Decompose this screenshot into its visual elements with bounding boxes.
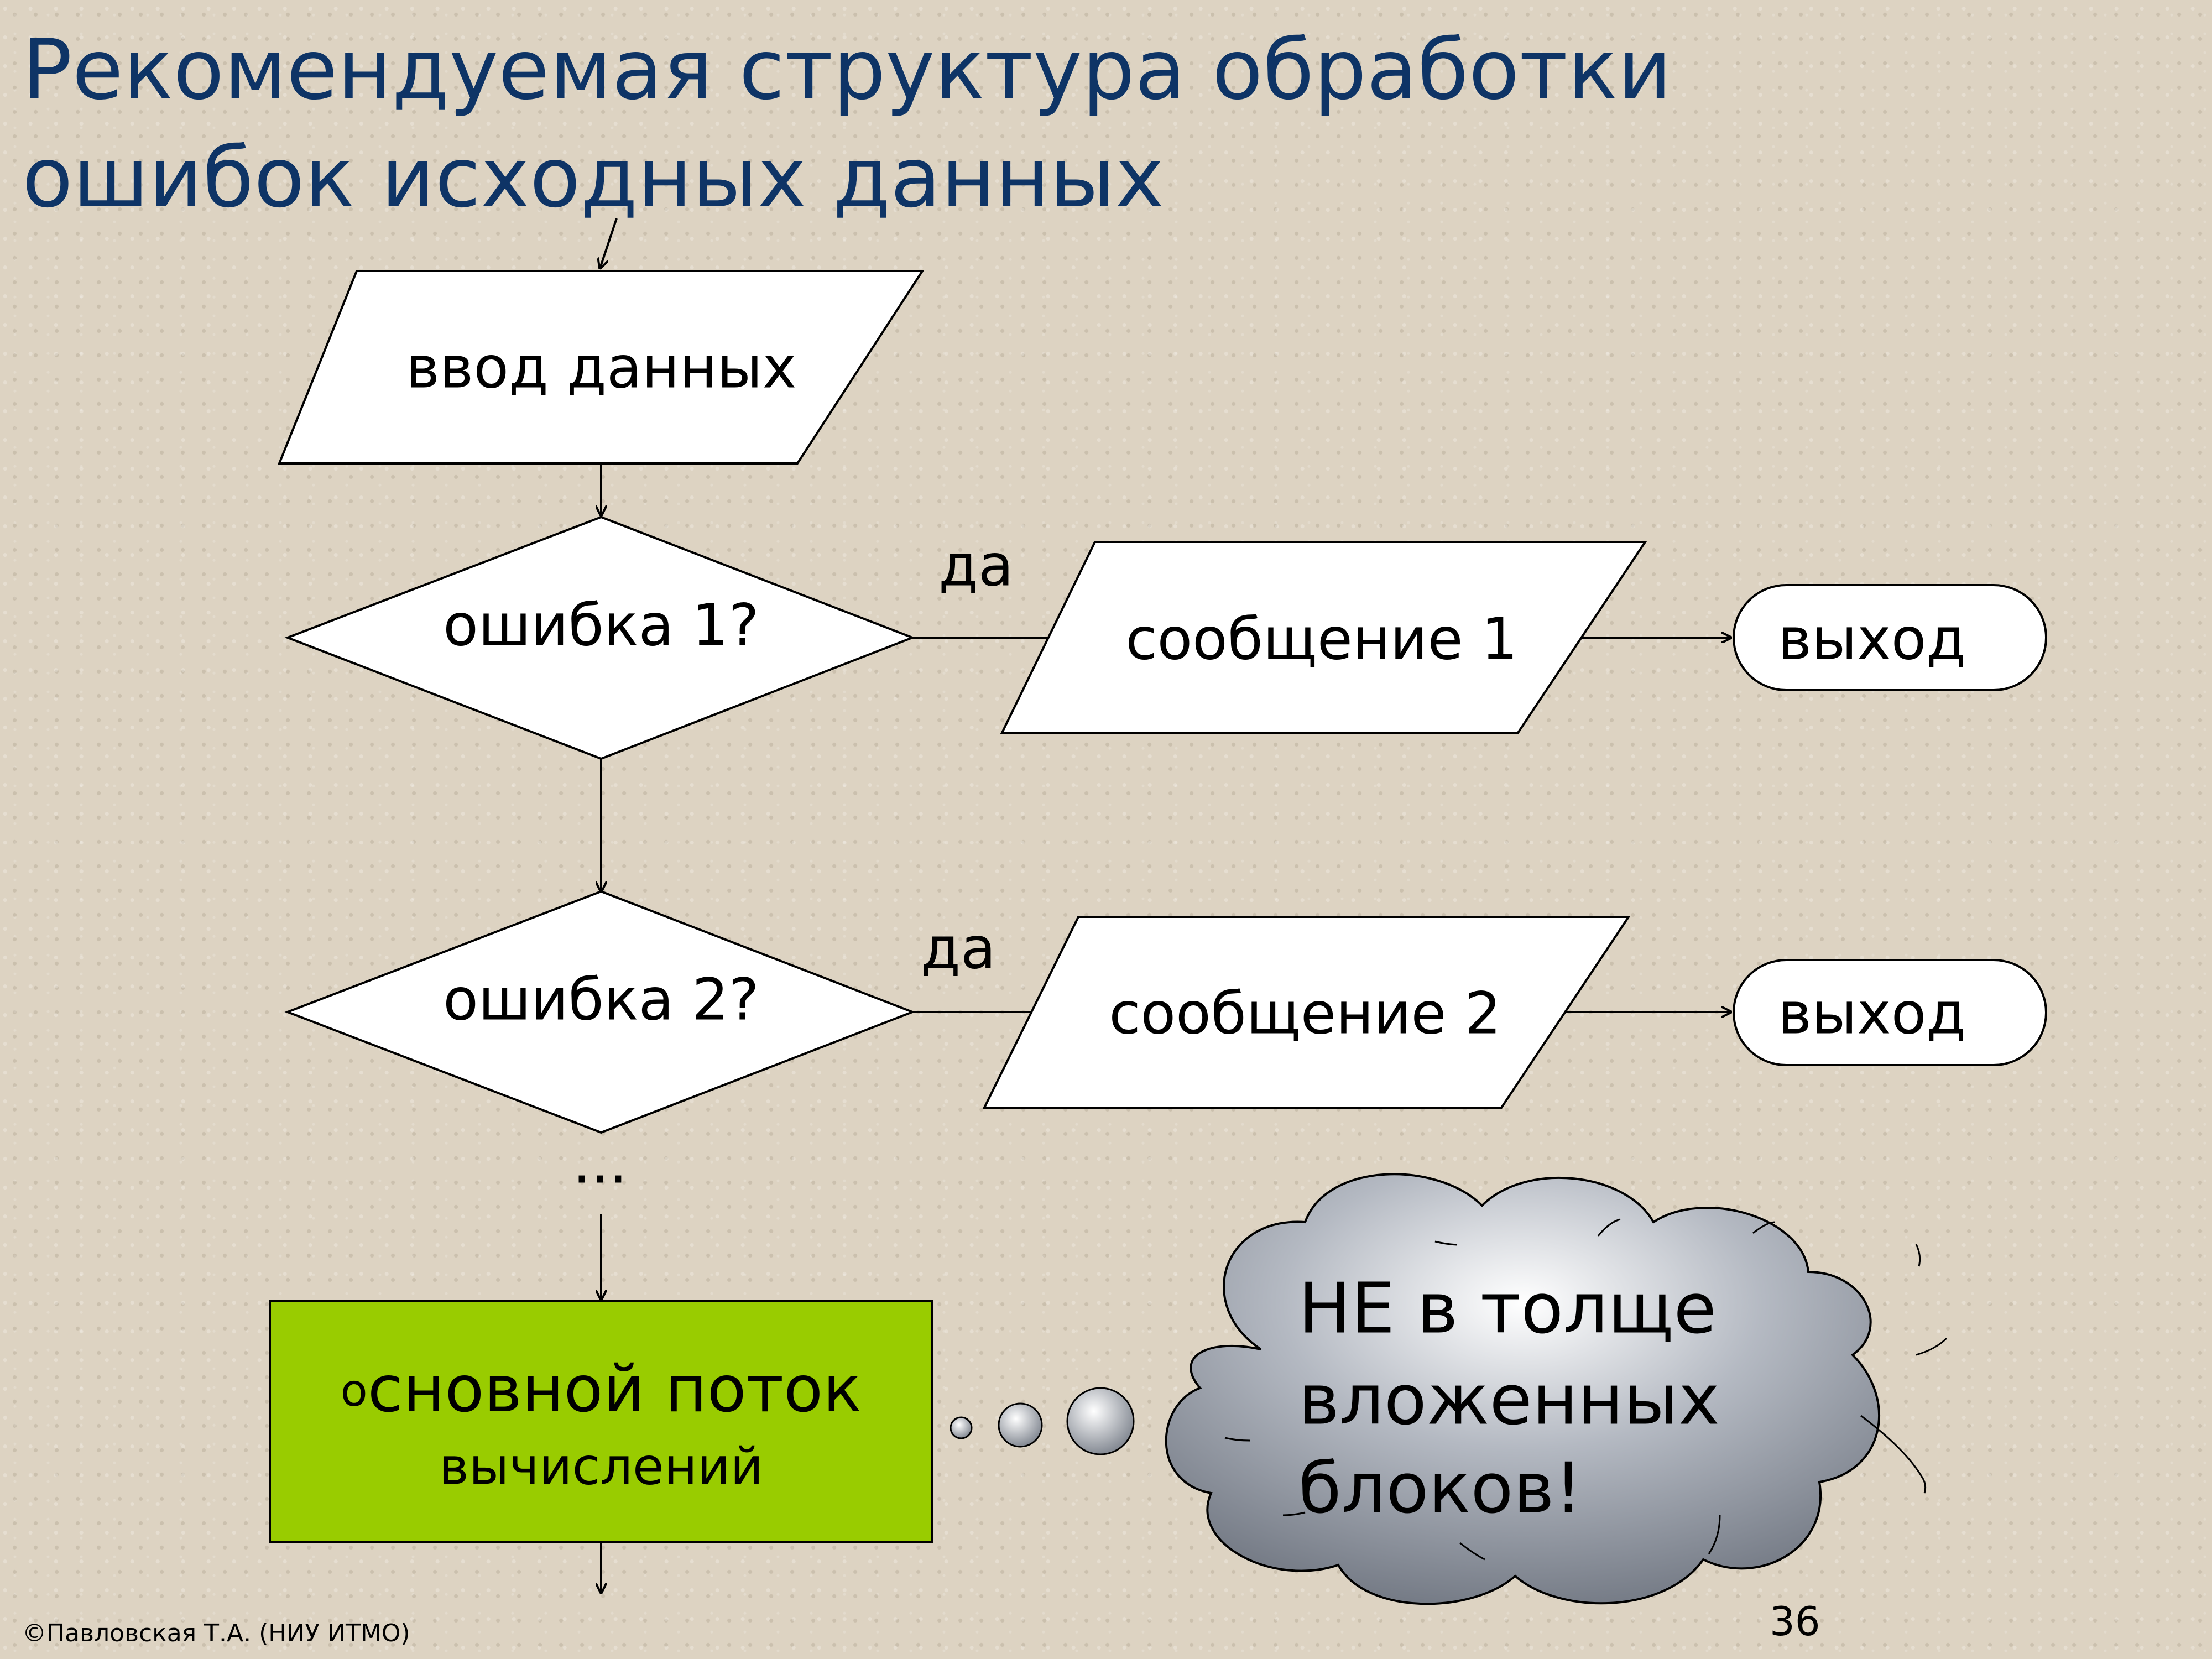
- decision-2-shape: [284, 890, 916, 1134]
- exit-2-label: выход: [1778, 979, 1966, 1047]
- callout-line-3: блоков!: [1298, 1448, 1582, 1529]
- exit-2-shape: [1733, 959, 2047, 1066]
- message-2-label: сообщение 2: [1109, 979, 1501, 1047]
- thought-bubble-large: [1066, 1387, 1135, 1455]
- title-line-2: ошибок исходных данных: [22, 130, 1165, 226]
- ellipsis: ...: [572, 1129, 627, 1196]
- decision-1-shape: [284, 515, 916, 760]
- decision-1-yes-label: да: [938, 531, 1014, 599]
- message-1-shape: [1000, 541, 1647, 734]
- cloud-callout-shape: [1165, 1173, 1880, 1605]
- thought-bubble-small: [950, 1416, 973, 1439]
- main-block-prefix: о: [341, 1365, 368, 1416]
- input-block-label: ввод данных: [406, 333, 796, 401]
- callout-line-1: НЕ в толще: [1298, 1268, 1717, 1349]
- cloud-decoration-strokes: [1224, 1218, 1948, 1561]
- thought-bubble-medium: [998, 1402, 1043, 1448]
- main-block-shape: [269, 1300, 933, 1543]
- copyright-footer: ©Павловская Т.А. (НИУ ИТМО): [22, 1619, 410, 1647]
- decision-2-yes-label: да: [921, 914, 996, 982]
- arrow-into-input: [600, 218, 618, 268]
- slide-title: Рекомендуемая структура обработки ошибок…: [22, 17, 2068, 232]
- main-block-line-2: вычислений: [439, 1437, 764, 1496]
- decision-1-label: ошибка 1?: [443, 591, 759, 659]
- message-1-label: сообщение 1: [1125, 605, 1517, 672]
- decision-2-label: ошибка 2?: [443, 966, 759, 1033]
- main-block-line-1-text: сновной поток: [368, 1352, 862, 1427]
- message-2-shape: [982, 916, 1631, 1109]
- callout-line-2: вложенных: [1298, 1359, 1720, 1441]
- title-line-1: Рекомендуемая структура обработки: [22, 22, 1672, 118]
- exit-1-label: выход: [1778, 605, 1966, 672]
- page-number: 36: [1770, 1598, 1820, 1645]
- input-block-shape: [278, 270, 925, 465]
- exit-1-shape: [1733, 584, 2047, 691]
- main-block-line-1: основной поток: [341, 1352, 862, 1427]
